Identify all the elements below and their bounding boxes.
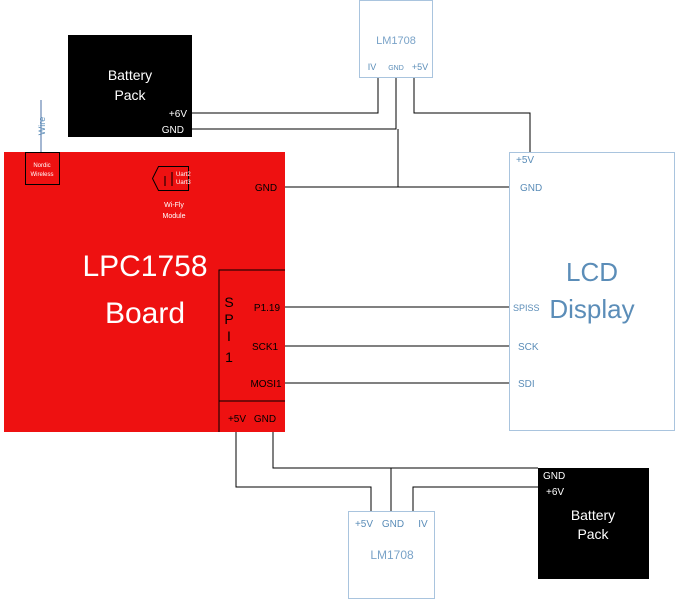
lcd-pin-5v: +5V	[516, 155, 534, 166]
regulator-top: LM1708 IV GND +5V	[359, 0, 433, 78]
battery-bottom-body	[538, 468, 649, 579]
spi-digit-1: 1	[225, 349, 233, 365]
wifly-module-box	[151, 166, 189, 191]
board-pin-p119: P1.19	[254, 303, 281, 314]
wire-reg-iv-to-battery	[412, 486, 538, 511]
nordic-line-2: Wireless	[30, 172, 53, 178]
wifly-uart2: Uart2	[176, 172, 191, 178]
nordic-line-1: Nordic	[33, 163, 50, 169]
battery-bottom-title-1: Battery	[571, 507, 615, 523]
battery-bottom-pin-gnd: GND	[543, 471, 565, 482]
wire-board-gnd-to-reg	[272, 432, 392, 511]
board-pin-mosi1: MOSI1	[250, 379, 282, 390]
wire-battery-top-gnd-to-reg-gnd	[189, 78, 397, 130]
lpc1758-board: Nordic Wireless Uart2 Uart3 Wi-Fly Modul…	[4, 152, 285, 432]
regulator-top-title: LM1708	[376, 35, 416, 47]
board-pin-gnd-bottom: GND	[254, 414, 276, 425]
wifly-line-1: Wi-Fly	[164, 202, 184, 209]
wires	[40, 78, 538, 511]
board-title-2: Board	[105, 297, 185, 330]
battery-pack-top: Battery Pack +6V GND	[68, 35, 192, 137]
board-body	[4, 152, 285, 432]
lcd-pin-sck: SCK	[518, 342, 539, 353]
regulator-bottom-body	[348, 511, 435, 599]
battery-bottom-title-2: Pack	[577, 526, 609, 542]
regulator-bottom: +5V GND IV LM1708	[348, 511, 435, 599]
board-pin-gnd: GND	[255, 183, 277, 194]
battery-top-pin-gnd: GND	[162, 125, 184, 136]
battery-bottom-pin-6v: +6V	[546, 487, 564, 498]
regulator-top-pin-5v: +5V	[412, 62, 428, 72]
wire-reg-5v-to-lcd	[413, 78, 531, 152]
board-title-1: LPC1758	[82, 250, 207, 283]
antenna-wire-label: Wire	[37, 117, 47, 136]
lcd-pin-sdi: SDI	[518, 379, 535, 390]
regulator-top-pin-iv: IV	[368, 62, 377, 72]
spi-bracket	[218, 269, 285, 432]
regulator-bottom-pin-iv: IV	[418, 519, 428, 530]
regulator-bottom-pin-5v: +5V	[355, 519, 373, 530]
lcd-body	[509, 152, 675, 431]
wifly-line-2: Module	[163, 213, 186, 220]
lcd-pin-spiss: SPISS	[513, 303, 540, 313]
lcd-pin-gnd: GND	[520, 183, 542, 194]
spi-letter-p: P	[224, 311, 233, 327]
battery-top-title-2: Pack	[114, 87, 146, 103]
spi-letter-s: S	[224, 294, 233, 310]
lcd-display: +5V GND LCD Display SPISS SCK SDI	[509, 152, 675, 431]
battery-top-pin-6v: +6V	[169, 109, 187, 120]
nordic-wireless-box	[25, 152, 60, 185]
board-pin-5v: +5V	[228, 414, 246, 425]
regulator-bottom-pin-gnd: GND	[382, 519, 404, 530]
wire-battery-top-6v-to-reg-iv	[189, 78, 379, 114]
regulator-bottom-title: LM1708	[370, 548, 414, 562]
regulator-top-pin-gnd: GND	[388, 65, 404, 72]
wire-board-5v-to-reg	[235, 432, 372, 511]
spi-letter-i: I	[227, 328, 231, 344]
battery-top-title-1: Battery	[108, 67, 152, 83]
wifly-uart3: Uart3	[176, 180, 191, 186]
regulator-top-body	[359, 0, 433, 78]
battery-top-body	[68, 35, 192, 137]
lcd-title-2: Display	[549, 294, 634, 324]
battery-pack-bottom: GND +6V Battery Pack	[538, 468, 649, 579]
board-pin-sck1: SCK1	[252, 342, 279, 353]
lcd-title-1: LCD	[566, 257, 618, 287]
